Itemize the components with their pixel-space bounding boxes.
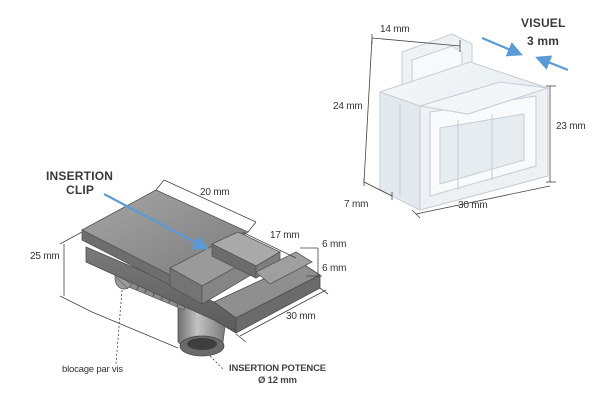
clip-front-step [169, 231, 313, 305]
clip-lip-bottom-label: 6 mm [322, 263, 347, 274]
clip-lip-top-label: 6 mm [322, 239, 347, 250]
clip-width-label: 20 mm [200, 187, 230, 198]
clip-body [85, 246, 321, 334]
holder-bottom-label: 30 mm [458, 200, 488, 211]
holder-body [379, 33, 549, 211]
potence-note-line-1: INSERTION POTENCE [229, 363, 326, 374]
clip-dimension-lines [59, 179, 329, 371]
holder-dimension-lines [363, 34, 556, 219]
holder-top-label: 14 mm [380, 24, 410, 35]
holder-right-label: 23 mm [556, 121, 586, 132]
clip-depth-label: 17 mm [270, 230, 300, 241]
visual-arrow-out [535, 55, 569, 72]
locking-screw-note: blocage par vis [62, 364, 123, 375]
insertion-clip-title: INSERTION [46, 169, 113, 183]
clip-base-label: 30 mm [286, 311, 316, 322]
clip-drawing [59, 179, 329, 371]
potence-cylinder [177, 299, 227, 357]
insertion-clip-title-2: CLIP [66, 183, 94, 197]
visual-arrow-in [481, 36, 523, 57]
insertion-clip-arrow [103, 193, 209, 250]
potence-note-line-2: Ø 12 mm [258, 375, 297, 386]
insertion-clip-line-1: INSERTION [46, 169, 114, 183]
holder-left-label: 24 mm [333, 101, 363, 112]
visual-label-line-2: 3 mm [527, 34, 560, 48]
insertion-clip-line-2: CLIP [66, 183, 95, 197]
holder-depth-label: 7 mm [344, 199, 369, 210]
clip-height-label: 25 mm [30, 251, 60, 262]
visual-label-line-1: VISUEL [521, 16, 566, 30]
holder-drawing [363, 33, 569, 219]
